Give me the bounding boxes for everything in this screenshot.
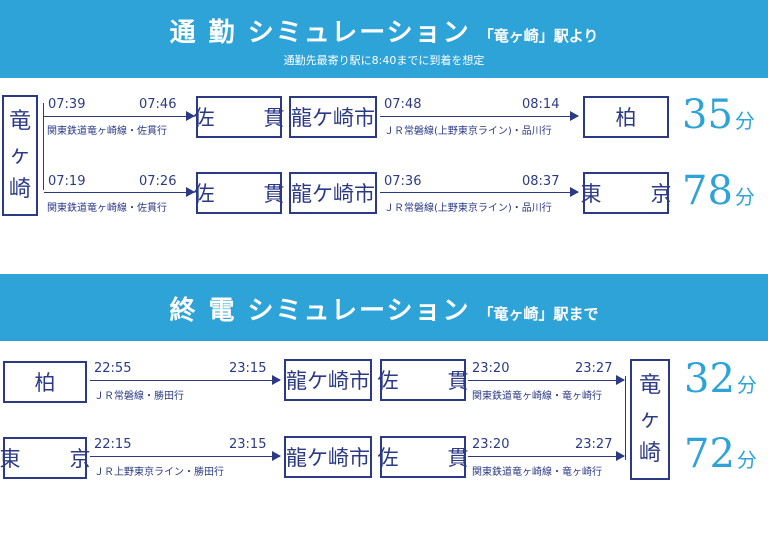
- dest-char-2: ヶ: [638, 406, 661, 432]
- commute-title: 通 勤 シミュレーション: [169, 18, 471, 48]
- l1-transfer-to: 佐 貫: [378, 359, 469, 401]
- c1-leg1-arrow: [44, 111, 195, 121]
- last-train-banner: 終 電 シミュレーション「竜ヶ崎」駅まで: [0, 274, 768, 341]
- c2-leg1-arrive: 07:26: [139, 174, 177, 189]
- commute-subtitle: 「竜ヶ崎」駅より: [478, 27, 599, 45]
- c2-duration-value: 78: [682, 168, 733, 214]
- c2-duration-unit: 分: [734, 185, 755, 209]
- origin-char-3: 崎: [8, 176, 31, 202]
- commute-note: 通勤先最寄り駅に8:40までに到着を想定: [283, 54, 485, 67]
- l2-duration-unit: 分: [736, 448, 757, 472]
- c1-transfer-from: 佐 貫: [194, 96, 285, 138]
- c1-leg2-line: ＪＲ常磐線(上野東京ライン)・品川行: [384, 126, 552, 137]
- l1-leg2-line: 関東鉄道竜ヶ崎線・竜ヶ崎行: [472, 391, 602, 402]
- commute-bracket: [43, 103, 44, 190]
- c1-leg2-arrive: 08:14: [522, 97, 560, 112]
- c2-leg1-depart: 07:19: [48, 174, 86, 189]
- origin-char-2: ヶ: [8, 142, 31, 168]
- l1-leg2-depart: 23:20: [472, 361, 510, 376]
- c2-transfer-from: 佐 貫: [194, 172, 285, 214]
- l2-leg1-arrow: [90, 451, 281, 461]
- commute-title-row: 通 勤 シミュレーション「竜ヶ崎」駅より: [0, 12, 768, 49]
- c1-duration-value: 35: [682, 92, 733, 138]
- last-train-title-row: 終 電 シミュレーション「竜ヶ崎」駅まで: [0, 290, 768, 327]
- l2-transfer-from: 龍ケ崎市: [284, 436, 372, 478]
- l1-leg1-line: ＪＲ常磐線・勝田行: [94, 391, 184, 402]
- l1-leg2-arrow: [468, 375, 625, 385]
- c2-transfer-to: 龍ケ崎市: [289, 172, 377, 214]
- c2-leg2-depart: 07:36: [384, 174, 422, 189]
- l1-origin: 柏: [3, 361, 87, 403]
- dest-char-1: 竜: [638, 372, 661, 398]
- l1-leg1-arrow: [90, 375, 281, 385]
- c1-transfer-to: 龍ケ崎市: [289, 96, 377, 138]
- l1-transfer-from: 龍ケ崎市: [284, 359, 372, 401]
- l2-leg2-depart: 23:20: [472, 437, 510, 452]
- c1-leg1-depart: 07:39: [48, 97, 86, 112]
- l1-duration-unit: 分: [736, 373, 757, 397]
- c2-leg2-line: ＪＲ常磐線(上野東京ライン)・品川行: [384, 203, 552, 214]
- l2-leg2-arrive: 23:27: [575, 437, 613, 452]
- c1-leg2-arrow: [380, 111, 579, 121]
- l2-transfer-to: 佐 貫: [378, 436, 469, 478]
- l2-leg1-depart: 22:15: [94, 437, 132, 452]
- l1-leg1-depart: 22:55: [94, 361, 132, 376]
- l2-leg2-arrow: [468, 451, 625, 461]
- last-train-title: 終 電 シミュレーション: [169, 296, 471, 326]
- c1-leg2-depart: 07:48: [384, 97, 422, 112]
- last-train-destination-box: 竜 ヶ 崎: [630, 359, 670, 480]
- l2-origin: 東 京: [0, 437, 91, 479]
- c2-destination: 東 京: [581, 172, 672, 214]
- l2-duration-value: 72: [684, 431, 735, 477]
- c1-leg1-line: 関東鉄道竜ヶ崎線・佐貫行: [47, 126, 167, 137]
- commute-banner: 通 勤 シミュレーション「竜ヶ崎」駅より 通勤先最寄り駅に8:40までに到着を想…: [0, 0, 768, 78]
- l1-leg2-arrive: 23:27: [575, 361, 613, 376]
- c2-leg1-line: 関東鉄道竜ヶ崎線・佐貫行: [47, 203, 167, 214]
- last-train-bracket: [625, 376, 626, 460]
- c1-destination: 柏: [583, 96, 669, 138]
- c2-leg1-arrow: [44, 187, 195, 197]
- c2-leg2-arrow: [380, 187, 579, 197]
- l2-leg2-line: 関東鉄道竜ヶ崎線・竜ヶ崎行: [472, 467, 602, 478]
- c1-leg1-arrive: 07:46: [139, 97, 177, 112]
- c2-leg2-arrive: 08:37: [522, 174, 560, 189]
- l2-leg1-arrive: 23:15: [229, 437, 267, 452]
- commute-origin-box: 竜 ヶ 崎: [2, 95, 38, 216]
- origin-char-1: 竜: [8, 108, 31, 134]
- l1-leg1-arrive: 23:15: [229, 361, 267, 376]
- last-train-subtitle: 「竜ヶ崎」駅まで: [478, 305, 599, 323]
- dest-char-3: 崎: [638, 440, 661, 466]
- l1-duration-value: 32: [684, 356, 735, 402]
- c1-duration-unit: 分: [734, 109, 755, 133]
- l2-leg1-line: ＪＲ上野東京ライン・勝田行: [94, 467, 224, 478]
